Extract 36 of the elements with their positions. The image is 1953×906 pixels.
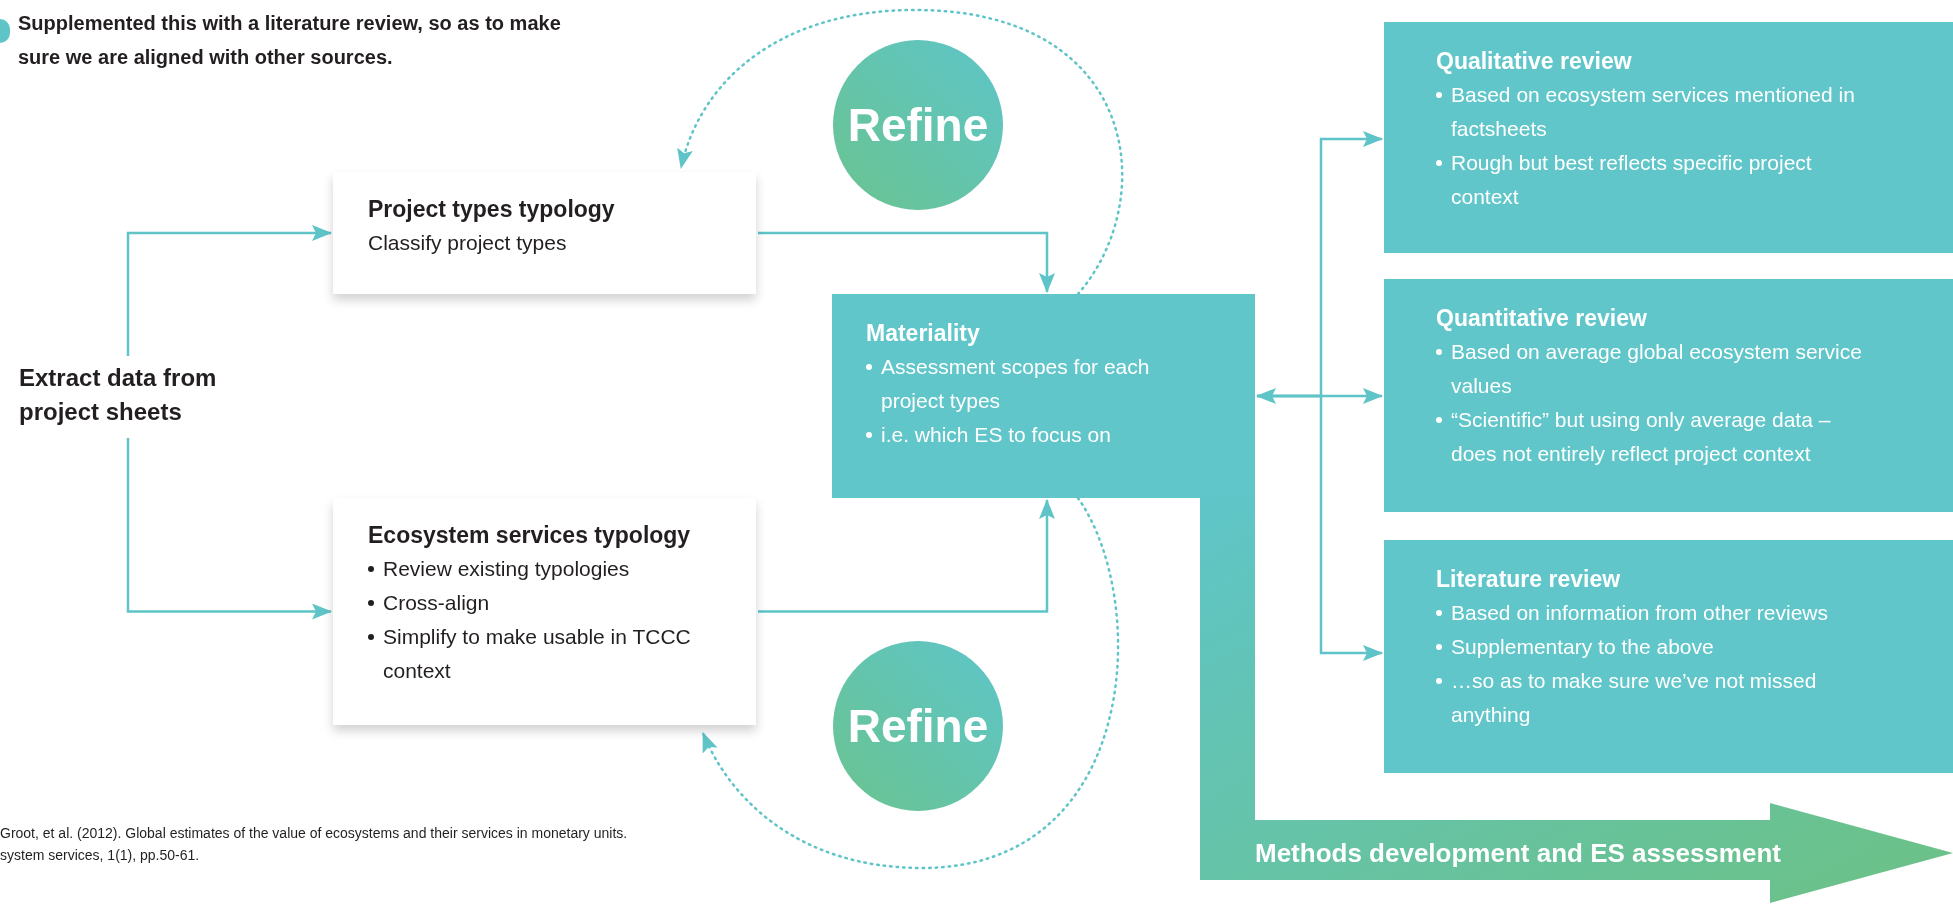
bullet-text: Review existing typologies: [383, 556, 630, 582]
reference-text: Groot, et al. (2012). Global estimates of the value of ecosystems and their services in monetary units.: [0, 824, 628, 843]
bullet-text: Based on ecosystem services mentioned in factsheets: [1451, 82, 1856, 142]
card-title: Literature review: [1436, 565, 1622, 594]
connector-arrow: [126, 225, 332, 356]
bullet-text: Simplify to make usable in TCCC context: [383, 624, 692, 684]
process-card: [1384, 22, 1953, 253]
card-text: Classify project types: [368, 230, 568, 256]
bullet-text: Supplementary to the above: [1451, 634, 1714, 660]
connector-arrow: [1257, 394, 1383, 661]
card-title: Ecosystem services typology: [368, 521, 692, 550]
connector-arrow: [758, 231, 1055, 293]
bullet-text: Rough but best reflects specific project context: [1451, 150, 1813, 210]
step-label: Extract data from project sheets: [19, 361, 259, 433]
card-title: Quantitative review: [1436, 304, 1648, 333]
bullet-text: …so as to make sure we’ve not missed anything: [1451, 668, 1818, 728]
connector-arrow: [758, 499, 1055, 613]
note-text: Supplemented this with a literature review, so as to make sure we are aligned with other sources.: [18, 11, 562, 70]
process-card: [1384, 279, 1953, 512]
process-card: [333, 172, 756, 294]
bullet-text: Based on average global ecosystem service values: [1451, 339, 1863, 399]
dotted-arrow: [678, 8, 1124, 296]
bullet-text: Cross-align: [383, 590, 490, 616]
connector-arrow: [126, 438, 332, 620]
process-card: [1384, 540, 1953, 773]
dotted-arrow: [701, 496, 1120, 870]
reference-text: system services, 1(1), pp.50-61.: [0, 846, 200, 865]
process-card: [832, 294, 1255, 498]
process-card: [333, 498, 756, 725]
bullet-text: Based on information from other reviews: [1451, 600, 1828, 626]
bullet-text: “Scientific” but using only average data – does not entirely reflect project context: [1451, 407, 1832, 467]
arrow-label: Methods development and ES assessment: [1255, 837, 1781, 870]
bullet-text: i.e. which ES to focus on: [881, 422, 1111, 448]
card-title: Materiality: [866, 319, 981, 348]
card-title: Project types typology: [368, 195, 616, 224]
card-title: Qualitative review: [1436, 47, 1633, 76]
